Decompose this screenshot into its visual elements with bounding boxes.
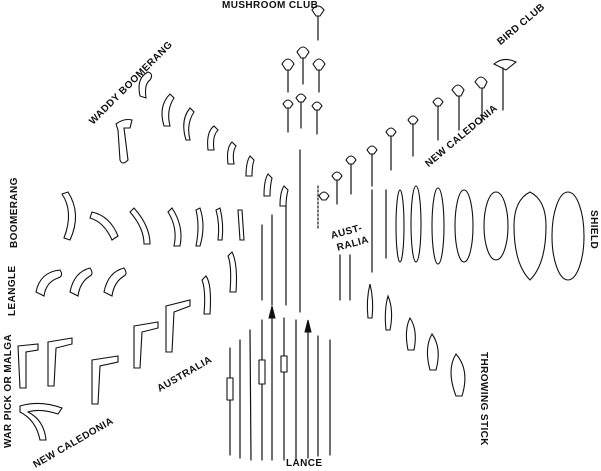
mushroom-club-label: MUSHROOM CLUB	[222, 0, 319, 11]
boomerang-3	[129, 207, 151, 245]
lance-3	[249, 329, 252, 461]
mushroom-club-2	[281, 58, 295, 71]
waddy-7	[263, 173, 273, 197]
waddy-2	[161, 93, 175, 127]
waddy-boomerang-row	[115, 71, 289, 207]
nc-club-6	[366, 145, 378, 155]
throwing-stick-row	[366, 283, 466, 397]
throwing-stick-2	[384, 294, 393, 331]
mushroom-club-top	[311, 5, 325, 17]
lance-barb-2	[258, 359, 266, 385]
war-pick-row	[17, 299, 191, 441]
nc-club-5	[385, 127, 397, 137]
lance-barb-1	[226, 377, 234, 401]
mushroom-club-3	[296, 46, 310, 59]
shield-1	[395, 189, 405, 263]
shield-3	[431, 187, 445, 265]
mushroom-club-6	[295, 93, 307, 103]
nc-club-8	[331, 171, 343, 181]
mushroom-club-4	[312, 58, 326, 71]
nc-club-4	[407, 115, 419, 125]
shield-label: SHIELD	[588, 210, 599, 250]
boomerang-1	[61, 191, 77, 241]
shield-7	[551, 191, 585, 281]
lance-tip-2	[268, 305, 276, 319]
mushroom-club-7	[311, 101, 323, 111]
throwing-stick-5	[450, 353, 466, 397]
war-pick-1	[17, 343, 39, 389]
shield-row	[371, 185, 585, 281]
leangle-label: LEANGLE	[7, 265, 18, 316]
shield-2	[410, 185, 422, 263]
nc-club-1	[474, 76, 488, 89]
throwing-stick-label: THROWING STICK	[478, 352, 489, 446]
lance-group	[226, 305, 331, 461]
bird-club-row	[317, 58, 518, 231]
war-pick-4	[19, 402, 63, 441]
waddy-5	[226, 141, 237, 165]
waddy-4	[207, 125, 219, 151]
nc-club-7	[345, 155, 357, 165]
nc-club-2	[451, 84, 465, 97]
boomerang-5	[195, 207, 204, 247]
war-pick-2	[47, 337, 73, 387]
waddy-1	[138, 71, 153, 99]
central-sticks	[261, 149, 351, 313]
boomerang-7	[237, 209, 245, 241]
boomerang-label: BOOMERANG	[9, 177, 20, 248]
lance-barb-3	[280, 355, 288, 373]
leangle-1	[35, 269, 63, 297]
shield-6	[513, 191, 547, 281]
throwing-stick-3	[405, 316, 416, 351]
lance-tip-1	[304, 319, 312, 333]
war-pick-5	[133, 321, 159, 369]
leangle-5	[201, 275, 212, 315]
waddy-6	[245, 155, 255, 177]
boomerang-6	[215, 207, 224, 241]
war-pick-6	[165, 299, 191, 353]
bird-club-head	[492, 58, 518, 71]
shield-4	[454, 189, 474, 263]
leangle-2	[69, 267, 93, 297]
waddy-3	[183, 107, 195, 141]
leangle-row	[35, 251, 238, 315]
mushroom-club-5	[282, 99, 294, 109]
boomerang-2	[89, 211, 119, 241]
nc-club-3	[432, 97, 444, 107]
war-pick-3	[91, 355, 119, 405]
lance-label: LANCE	[286, 458, 323, 469]
waddy-large	[115, 118, 133, 164]
throwing-stick-1	[366, 283, 374, 319]
waddy-8	[279, 185, 289, 207]
mushroom-club-column	[281, 5, 326, 135]
leangle-3	[103, 267, 127, 297]
leangle-4	[227, 251, 238, 293]
shield-5	[483, 191, 509, 261]
boomerang-4	[167, 207, 182, 247]
war-pick-label: WAR PICK OR MALGA	[3, 333, 14, 448]
throwing-stick-4	[426, 332, 439, 371]
boomerang-row	[61, 191, 245, 247]
